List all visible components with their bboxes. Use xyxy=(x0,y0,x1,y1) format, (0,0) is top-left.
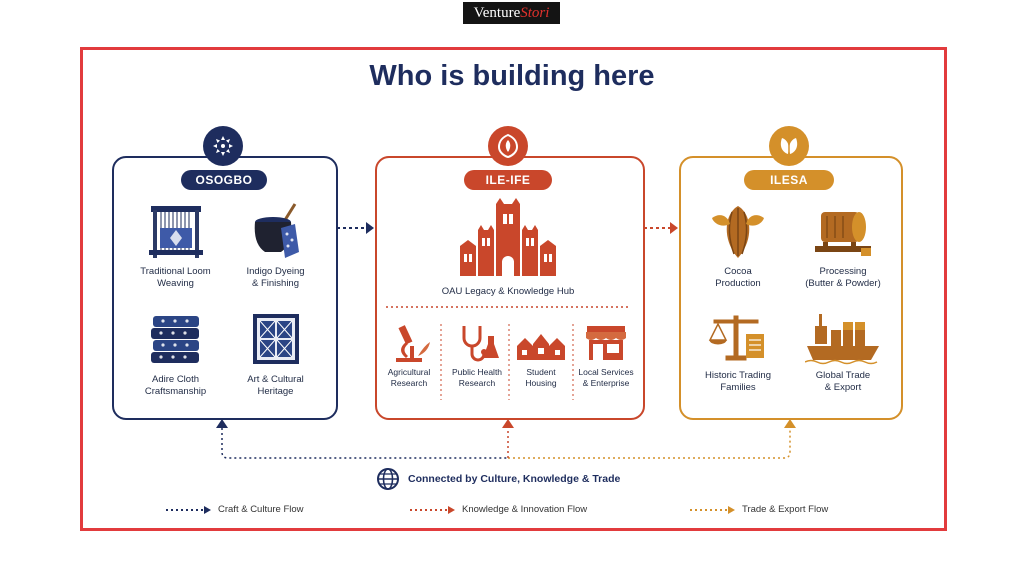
ileife-item-label: Student Housing xyxy=(525,367,557,388)
stethoscope-icon xyxy=(462,326,499,362)
ilesa-item-trading: Historic Trading Families xyxy=(690,310,786,394)
ilesa-name-pill: ILESA xyxy=(744,170,834,190)
cocoa-leaf-icon xyxy=(780,136,798,156)
shield-emblem-icon xyxy=(497,133,519,159)
logo-part-2: Stori xyxy=(520,4,550,21)
ileife-item-agri: Agricultural Research xyxy=(377,322,441,389)
cultural-emblem-icon xyxy=(213,136,233,156)
ileife-emblem-badge xyxy=(488,126,528,166)
osogbo-item-label: Traditional Loom Weaving xyxy=(140,266,211,289)
ileife-item-housing: Student Housing xyxy=(511,322,571,389)
bottom-loop-orange xyxy=(508,428,791,459)
logo-part-1: Venture xyxy=(473,4,521,21)
ilesa-item-label: Cocoa Production xyxy=(715,266,761,289)
cloth-stack-icon xyxy=(150,316,199,363)
framed-art-icon xyxy=(252,314,299,364)
ilesa-item-processing: Processing (Butter & Powder) xyxy=(790,202,896,290)
osogbo-name-pill: OSOGBO xyxy=(181,170,267,190)
legend-label: Knowledge & Innovation Flow xyxy=(462,504,588,515)
globe-icon xyxy=(377,468,399,490)
osogbo-item-loom: Traditional Loom Weaving xyxy=(128,200,223,290)
cocoa-pod-icon xyxy=(712,206,764,258)
legend-craft: Craft & Culture Flow xyxy=(166,504,304,515)
osogbo-item-indigo: Indigo Dyeing & Finishing xyxy=(228,200,323,290)
bottom-loop-navy xyxy=(221,428,508,459)
ilesa-item-label: Processing (Butter & Powder) xyxy=(805,266,881,289)
page-title: Who is building here xyxy=(369,60,655,92)
ilesa-item-cocoa: Cocoa Production xyxy=(690,202,786,290)
ileife-item-label: Local Services & Enterprise xyxy=(578,367,634,388)
ileife-hub-label: OAU Legacy & Knowledge Hub xyxy=(441,286,575,297)
legend-trade-swatch xyxy=(690,505,735,514)
osogbo-emblem-badge xyxy=(203,126,243,166)
ilesa-card xyxy=(679,156,903,420)
university-building-icon xyxy=(460,198,556,276)
ilesa-emblem-badge xyxy=(769,126,809,166)
cargo-ship-icon xyxy=(805,314,879,365)
osogbo-item-label: Art & Cultural Heritage xyxy=(247,374,304,397)
ilesa-item-label: Historic Trading Families xyxy=(705,370,771,393)
ileife-name-pill: ILE-IFE xyxy=(464,170,552,190)
connected-label: Connected by Culture, Knowledge & Trade xyxy=(408,473,621,485)
storefront-icon xyxy=(586,326,626,360)
legend-label: Trade & Export Flow xyxy=(742,504,829,515)
dye-pot-icon xyxy=(254,203,299,258)
legend-knowledge-swatch xyxy=(410,505,455,514)
scales-icon xyxy=(708,315,764,361)
legend-trade: Trade & Export Flow xyxy=(690,504,828,515)
ileife-item-label: Agricultural Research xyxy=(387,367,431,388)
ileife-divider xyxy=(386,306,630,308)
osogbo-item-art: Art & Cultural Heritage xyxy=(228,308,323,398)
microscope-icon xyxy=(396,325,430,362)
legend-craft-swatch xyxy=(166,505,211,514)
loom-icon xyxy=(148,206,203,258)
ileife-item-label: Public Health Research xyxy=(451,367,503,388)
osogbo-item-label: Indigo Dyeing & Finishing xyxy=(246,266,305,289)
processing-machine-icon xyxy=(815,212,871,256)
osogbo-card xyxy=(112,156,338,420)
ileife-card xyxy=(375,156,645,420)
osogbo-item-adire: Adire Cloth Craftsmanship xyxy=(128,308,223,398)
legend-knowledge: Knowledge & Innovation Flow xyxy=(410,504,587,515)
ilesa-item-label: Global Trade & Export xyxy=(815,370,871,393)
ileife-item-services: Local Services & Enterprise xyxy=(573,322,639,389)
houses-icon xyxy=(517,334,565,360)
ilesa-item-export: Global Trade & Export xyxy=(790,310,896,394)
legend-label: Craft & Culture Flow xyxy=(218,504,304,515)
ileife-hub: OAU Legacy & Knowledge Hub xyxy=(418,198,598,297)
ileife-item-health: Public Health Research xyxy=(443,322,511,389)
connected-caption: Connected by Culture, Knowledge & Trade xyxy=(376,467,620,491)
osogbo-item-label: Adire Cloth Craftsmanship xyxy=(144,374,207,397)
